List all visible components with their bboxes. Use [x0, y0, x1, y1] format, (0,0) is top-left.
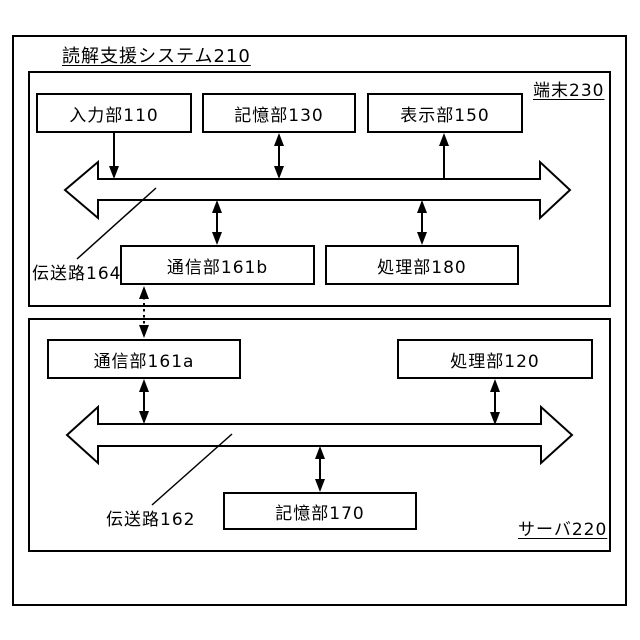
terminal-frame	[28, 71, 611, 307]
server-frame	[28, 318, 611, 552]
arrow-processing120-bus	[490, 379, 500, 425]
terminal-bus-leader-line	[76, 187, 157, 260]
terminal-input-unit-box: 入力部110	[36, 93, 192, 133]
arrow-bus-storage170	[315, 446, 325, 492]
terminal-storage-unit-box: 記憶部130	[202, 93, 356, 133]
arrow-input-to-bus	[109, 133, 119, 179]
server-processing-unit-box: 処理部120	[397, 339, 593, 379]
system-outer-frame	[12, 35, 627, 606]
arrow-comm161b-comm161a-dotted	[139, 286, 149, 338]
arrow-comm161b-bus	[212, 200, 222, 245]
arrow-storage130-bus	[274, 133, 284, 179]
terminal-label: 端末230	[533, 81, 605, 101]
server-storage-unit-box: 記憶部170	[223, 492, 417, 530]
terminal-bus-label: 伝送路164	[32, 264, 122, 284]
terminal-display-unit-box: 表示部150	[367, 93, 523, 133]
server-label: サーバ220	[518, 520, 608, 540]
server-comm-unit-box: 通信部161a	[47, 339, 241, 379]
terminal-comm-unit-box: 通信部161b	[120, 245, 315, 285]
terminal-bus-arrow	[63, 159, 572, 221]
server-bus-label: 伝送路162	[106, 510, 196, 530]
arrow-bus-to-display	[439, 133, 449, 179]
server-bus-leader-line	[151, 433, 233, 506]
arrow-comm161a-bus	[139, 379, 149, 424]
arrow-processing180-bus	[417, 200, 427, 245]
system-title: 読解支援システム210	[62, 46, 251, 67]
terminal-processing-unit-box: 処理部180	[325, 245, 519, 285]
server-bus-arrow	[65, 404, 574, 466]
